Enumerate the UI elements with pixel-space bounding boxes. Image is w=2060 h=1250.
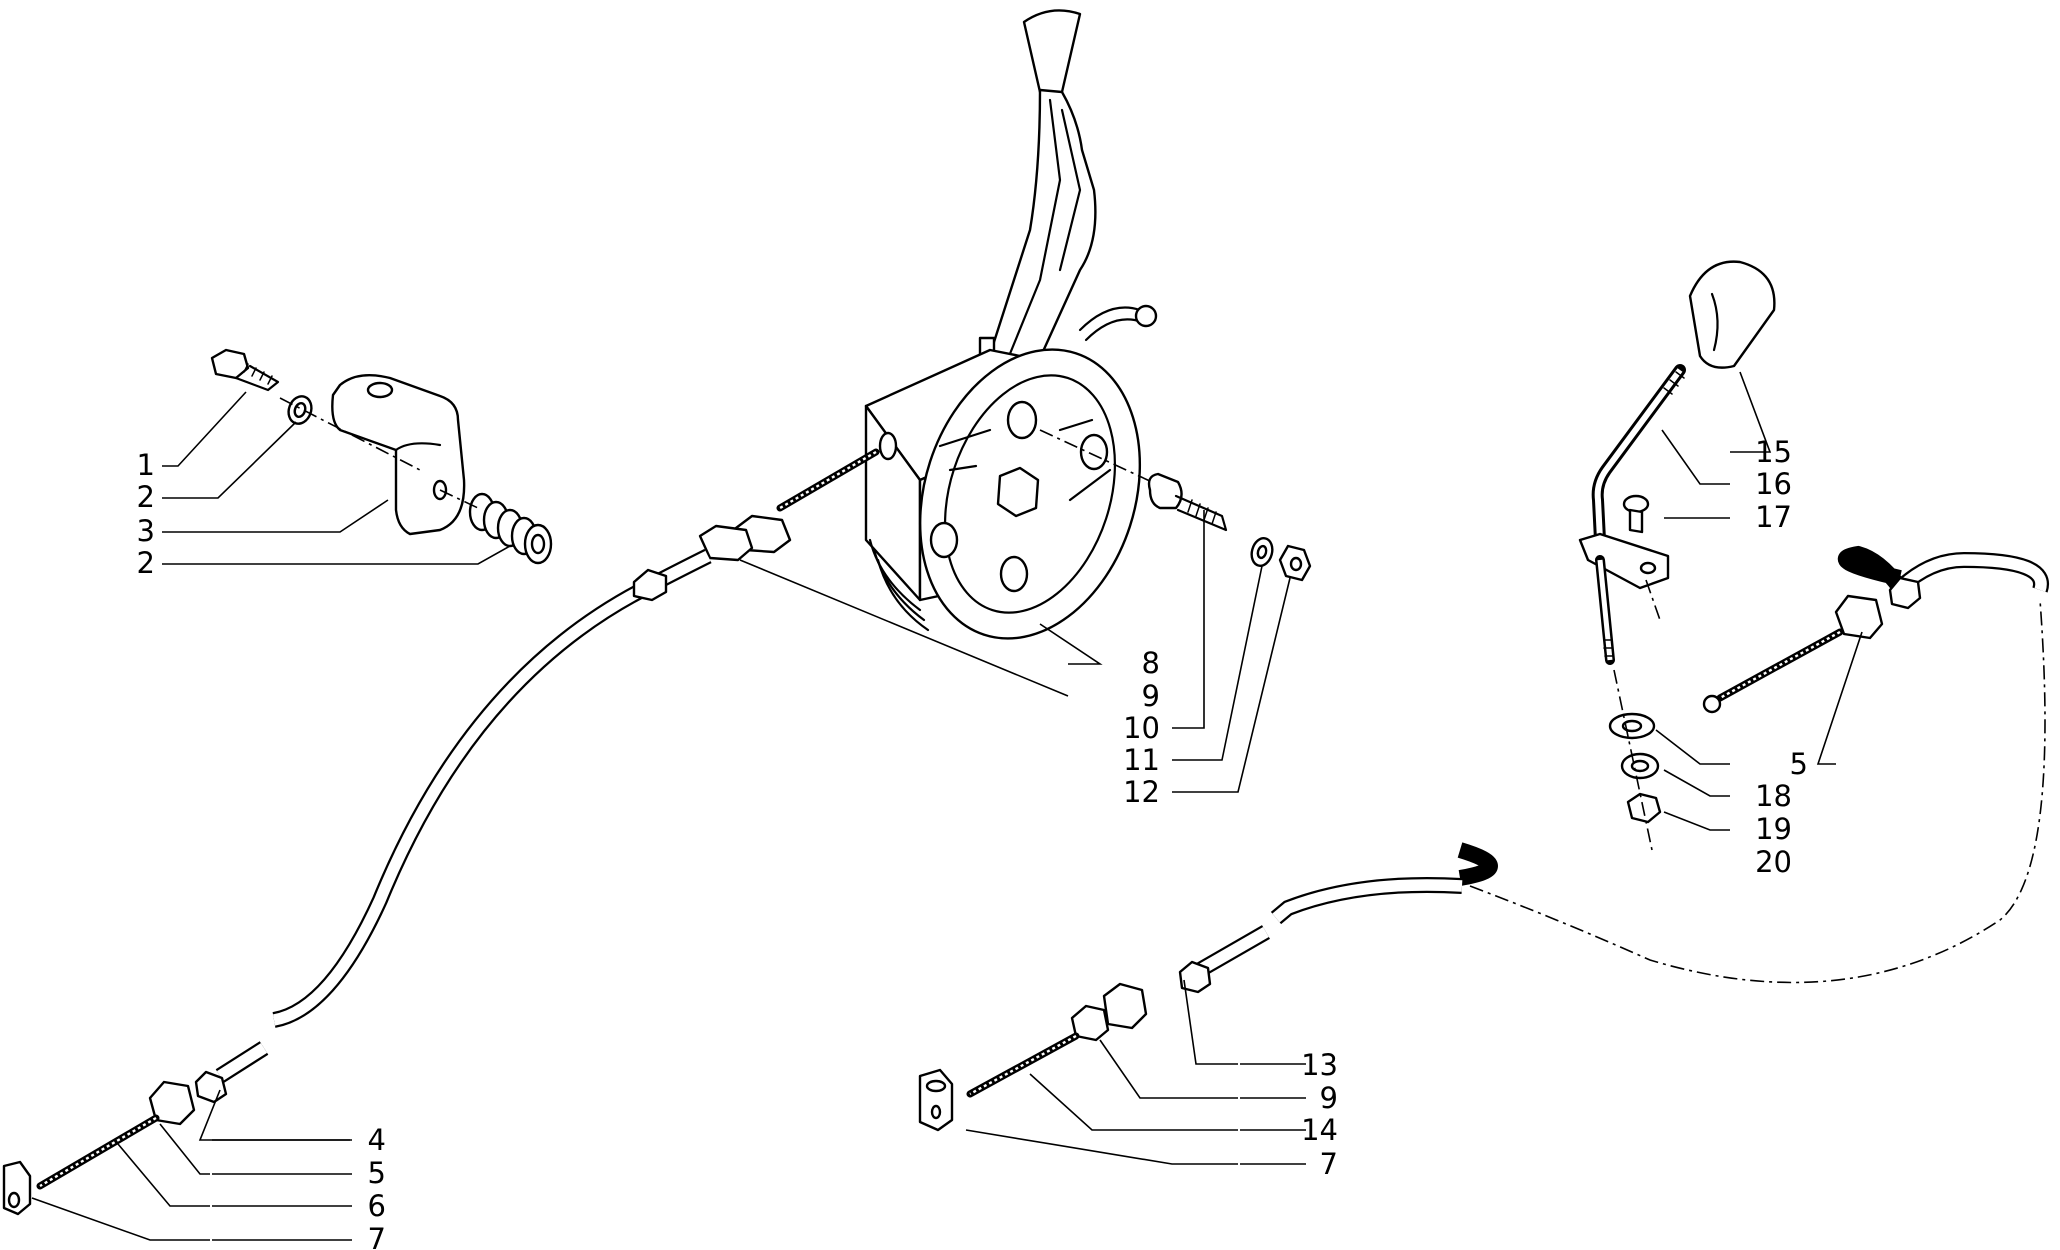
callout-18: 18 xyxy=(1755,779,1792,813)
part-spring-2b xyxy=(439,489,553,565)
callout-2a: 2 xyxy=(137,480,155,514)
callout-3: 3 xyxy=(137,514,155,548)
callout-17: 17 xyxy=(1755,500,1792,534)
part-knob-15 xyxy=(1688,260,1776,369)
part-nut-20 xyxy=(1613,669,1662,851)
part-clevis-7b xyxy=(918,1068,954,1132)
callout-5a: 5 xyxy=(368,1156,386,1190)
callout-9b: 9 xyxy=(1320,1081,1338,1115)
part-cable-end-right xyxy=(1702,545,2049,714)
part-control-lever-8 xyxy=(864,9,1181,640)
part-cable-lower xyxy=(966,599,2046,1098)
callout-10: 10 xyxy=(1123,711,1160,745)
callout-15: 15 xyxy=(1755,435,1792,469)
callout-20: 20 xyxy=(1755,845,1792,879)
part-lockwasher-19 xyxy=(1620,752,1660,780)
part-nut-12 xyxy=(1278,544,1312,582)
callout-8: 8 xyxy=(1142,646,1160,680)
callout-ticks xyxy=(212,1063,1306,1241)
callout-7b: 7 xyxy=(1320,1147,1338,1181)
callout-16: 16 xyxy=(1755,467,1792,501)
part-cable-long xyxy=(36,448,880,1190)
callout-2b: 2 xyxy=(137,546,155,580)
callout-4: 4 xyxy=(368,1123,386,1157)
callout-13: 13 xyxy=(1301,1048,1338,1082)
part-washer-18 xyxy=(1608,712,1656,740)
part-clevis-7a xyxy=(2,1160,32,1216)
part-gear-rod-16 xyxy=(1578,364,1686,665)
callout-14: 14 xyxy=(1301,1113,1338,1147)
callout-11: 11 xyxy=(1123,743,1160,777)
callout-5b: 5 xyxy=(1790,747,1808,781)
callout-12: 12 xyxy=(1123,775,1160,809)
part-bolt-1 xyxy=(210,348,280,392)
callout-6: 6 xyxy=(368,1189,386,1223)
callouts: 1 2 3 2 4 5 6 7 8 9 10 11 12 13 9 14 7 1… xyxy=(137,435,1808,1250)
callout-1: 1 xyxy=(137,448,155,482)
part-washer-11 xyxy=(1250,537,1274,567)
part-washer-2a xyxy=(287,395,313,425)
callout-7a: 7 xyxy=(368,1222,386,1250)
part-bolt-10 xyxy=(1147,472,1228,532)
callout-19: 19 xyxy=(1755,812,1792,846)
part-pin-17 xyxy=(1622,494,1661,621)
callout-9a: 9 xyxy=(1142,679,1160,713)
